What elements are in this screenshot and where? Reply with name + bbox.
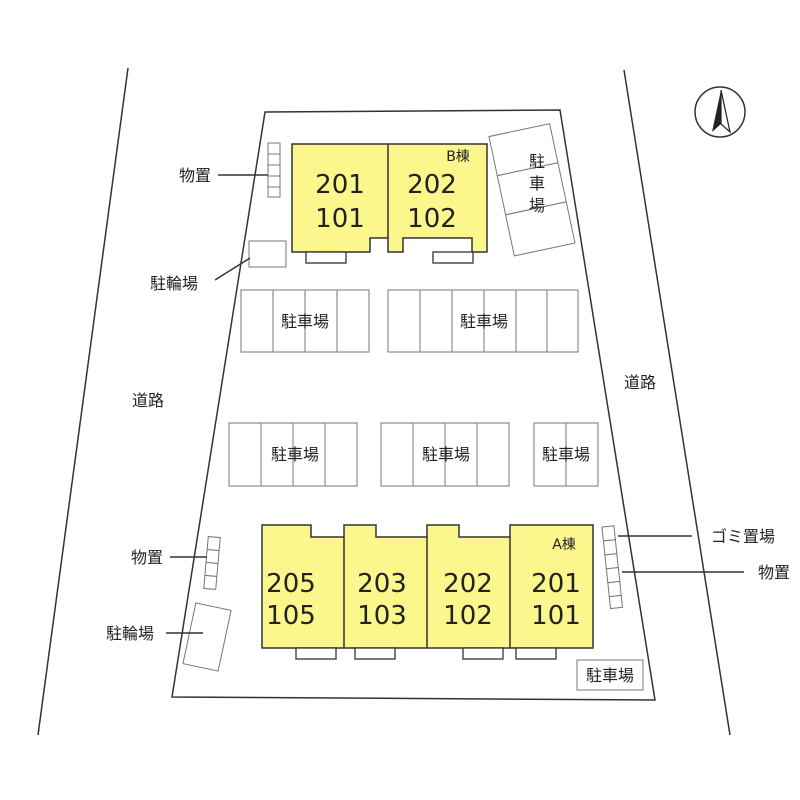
building-a-unit-1-upper: 205 <box>266 569 316 599</box>
parking-row1-right-label: 駐車場 <box>460 312 508 331</box>
building-b-unit-1-lower: 101 <box>315 204 365 234</box>
building-b-unit-2-upper: 202 <box>407 170 457 200</box>
storage-top <box>267 142 281 198</box>
bike-parking-top <box>248 240 287 268</box>
building-a-unit-1-lower: 105 <box>266 601 316 631</box>
road-label-left: 道路 <box>132 391 164 410</box>
north-arrow-icon <box>694 86 746 138</box>
building-a-unit-2-lower: 103 <box>357 601 407 631</box>
parking-row2-mid <box>380 422 510 487</box>
parking-row1-right <box>387 289 579 353</box>
building-a-unit-4-lower: 101 <box>531 601 581 631</box>
parking-row2-right-label: 駐車場 <box>542 445 590 464</box>
building-a-unit-3-upper: 202 <box>443 569 493 599</box>
parking-row1-left-label: 駐車場 <box>281 312 329 331</box>
building-a-unit-2-upper: 203 <box>357 569 407 599</box>
road-edge-left <box>37 67 129 736</box>
parking-right-tilted <box>488 123 576 257</box>
parking-row2-right <box>533 422 599 487</box>
road-label-right: 道路 <box>624 373 656 392</box>
bike-top-label: 駐輪場 <box>150 274 198 293</box>
parking-bottom-right-label: 駐車場 <box>586 666 634 685</box>
parking-row2-left <box>228 422 358 487</box>
building-b-unit-2-lower: 102 <box>407 204 457 234</box>
building-b-unit-1-upper: 201 <box>315 170 365 200</box>
bike-bottom-label: 駐輪場 <box>106 624 154 643</box>
storage-bottom-left-label: 物置 <box>131 548 163 567</box>
storage-bottom-left <box>203 536 221 590</box>
road-edge-right <box>623 69 731 736</box>
building-b-tag: B棟 <box>446 149 470 165</box>
garbage-storage-right <box>601 525 624 610</box>
parking-right-char-3: 場 <box>529 196 545 215</box>
parking-row1-left <box>240 289 370 353</box>
building-a <box>261 524 594 660</box>
building-a-tag: A棟 <box>552 537 576 553</box>
parking-row2-left-label: 駐車場 <box>271 445 319 464</box>
parking-bottom-right <box>576 659 644 691</box>
garbage-label: ゴミ置場 <box>711 527 775 546</box>
building-b <box>291 143 488 264</box>
parking-row2-mid-label: 駐車場 <box>422 445 470 464</box>
storage-top-label: 物置 <box>179 166 211 185</box>
parking-right-char-2: 車 <box>529 174 545 193</box>
leader-bike-top <box>214 257 251 281</box>
building-a-unit-4-upper: 201 <box>531 569 581 599</box>
storage-bottom-right-label: 物置 <box>758 563 790 582</box>
building-a-unit-3-lower: 102 <box>443 601 493 631</box>
parking-right-char-1: 駐 <box>529 152 545 171</box>
